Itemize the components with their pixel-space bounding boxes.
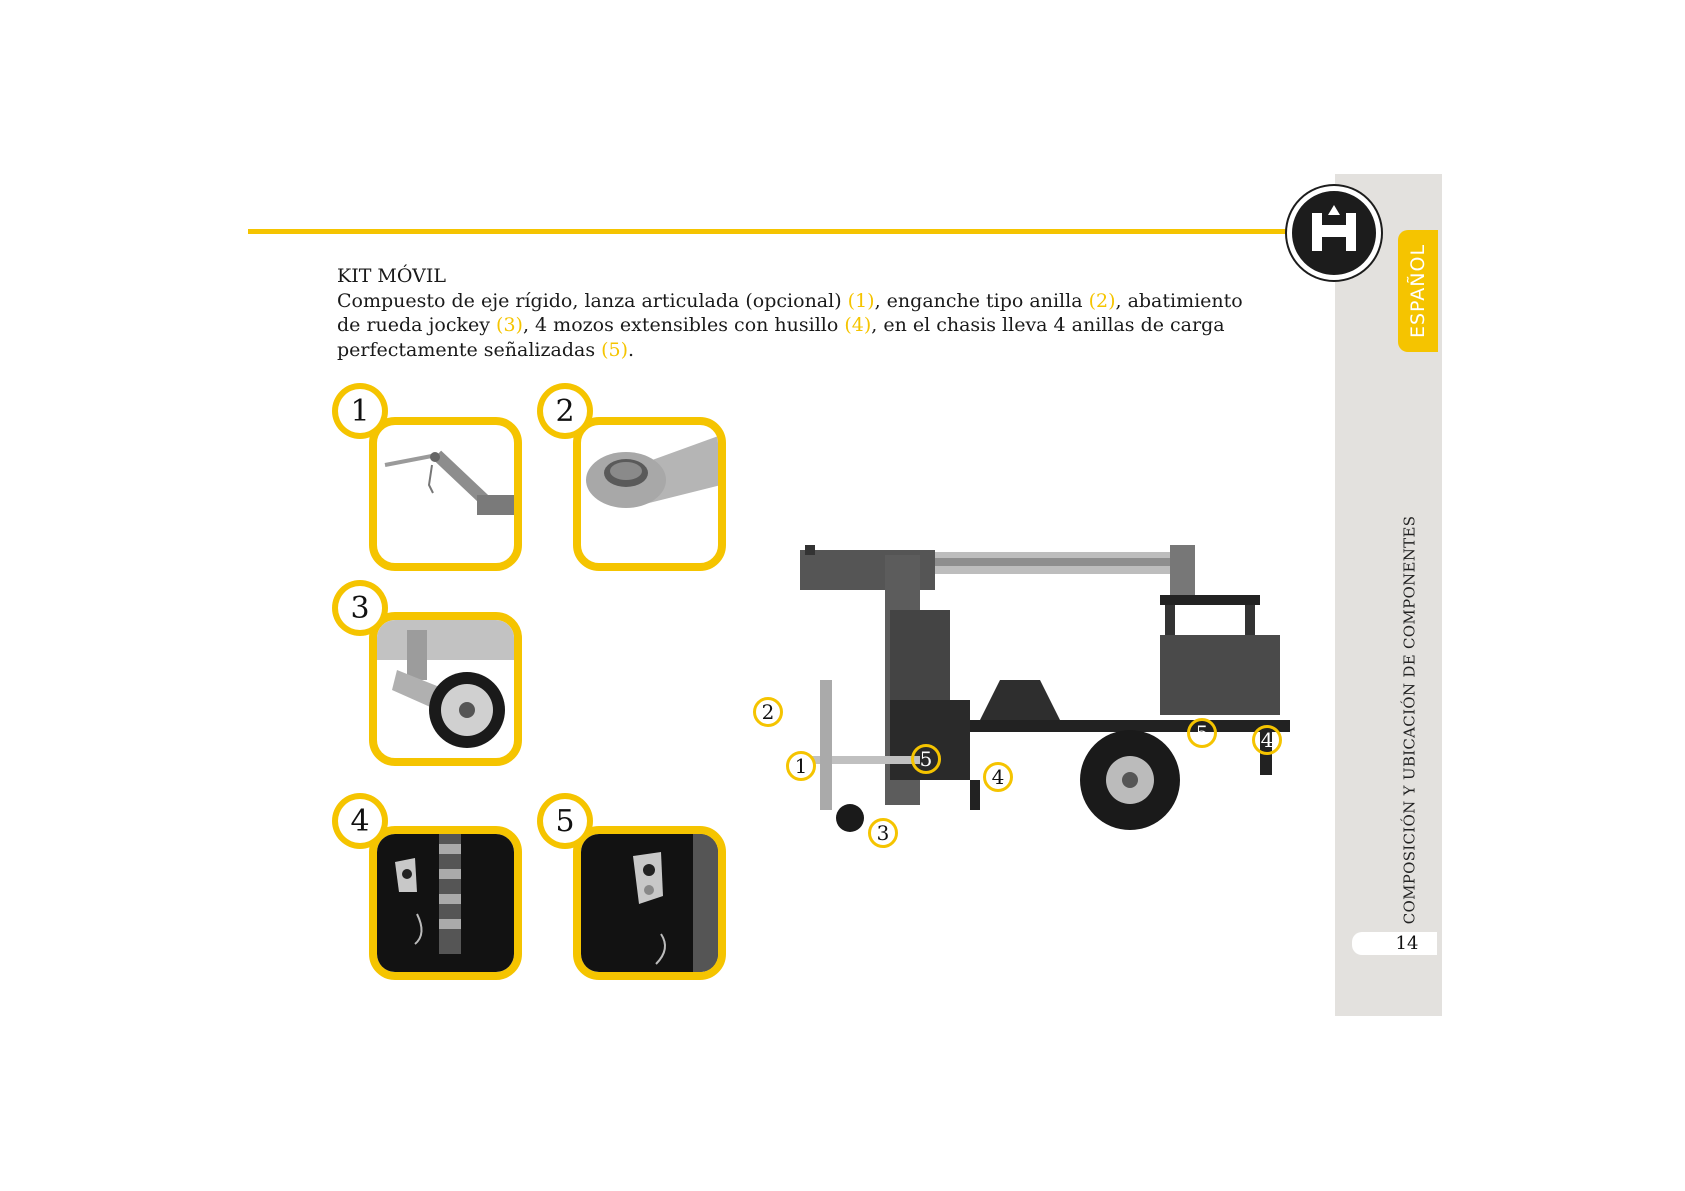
thumbnail-jockey-wheel	[369, 612, 522, 766]
desc-s4: , en el chasis lleva 4 anillas de carga …	[337, 314, 1225, 361]
ref-1: (1)	[847, 289, 875, 312]
page-number: 14	[1395, 933, 1419, 954]
language-label-wrap: ESPAÑOL	[1398, 230, 1438, 352]
towing-eye-photo-icon	[586, 436, 718, 508]
desc-s1: , enganche tipo anilla	[874, 289, 1089, 312]
thumbnail-drawbar	[369, 417, 522, 571]
callout-4a: 4	[983, 762, 1013, 792]
badge-3-label: 3	[338, 586, 382, 630]
language-label: ESPAÑOL	[1407, 243, 1429, 339]
desc-end: .	[628, 338, 635, 361]
jockey-wheel-photo-icon	[377, 620, 514, 748]
stabilizer-leg-photo-icon	[377, 834, 514, 972]
thumbnail-towing-eye	[573, 417, 726, 571]
lifting-ring-photo-icon	[581, 834, 718, 972]
badge-1-label: 1	[338, 389, 382, 433]
callout-2: 2	[753, 697, 783, 727]
badge-1: 1	[332, 383, 388, 439]
desc-s3: , 4 mozos extensibles con husillo	[522, 314, 845, 336]
ref-5: (5)	[601, 338, 629, 361]
callout-5a: 5	[911, 744, 941, 774]
callout-2-label: 2	[761, 700, 775, 724]
callout-4b-label: 4	[1260, 728, 1274, 752]
thumbnail-stabilizer	[369, 826, 522, 980]
callout-5b-label: 5	[1195, 721, 1209, 745]
badge-5: 5	[537, 793, 593, 849]
callout-5b: 5	[1187, 718, 1217, 748]
description-paragraph: Compuesto de eje rígido, lanza articulad…	[337, 289, 1257, 363]
ref-2: (2)	[1088, 289, 1116, 312]
badge-2: 2	[537, 383, 593, 439]
page-number-box	[1352, 932, 1437, 955]
callout-4a-label: 4	[991, 765, 1005, 789]
callout-4b: 4	[1252, 725, 1282, 755]
callout-1: 1	[786, 751, 816, 781]
desc-intro: Compuesto de eje rígido, lanza articulad…	[337, 289, 848, 312]
badge-3: 3	[332, 580, 388, 636]
page-title: KIT MÓVIL	[337, 265, 446, 287]
badge-2-label: 2	[543, 389, 587, 433]
badge-4-label: 4	[338, 799, 382, 843]
thumbnail-lifting-ring	[573, 826, 726, 980]
ref-4: (4)	[844, 314, 872, 336]
section-title-wrap: COMPOSICIÓN Y UBICACIÓN DE COMPONENTES	[1395, 516, 1423, 925]
description-block: KIT MÓVIL Compuesto de eje rígido, lanza…	[337, 264, 1257, 362]
callout-5a-label: 5	[919, 747, 933, 771]
logo-mark-icon	[1312, 205, 1356, 251]
badge-4: 4	[332, 793, 388, 849]
section-title: COMPOSICIÓN Y UBICACIÓN DE COMPONENTES	[1400, 515, 1419, 925]
brand-logo-icon	[1287, 186, 1381, 280]
header-rule	[248, 229, 1290, 234]
articulated-drawbar-photo-icon	[384, 450, 514, 515]
trailer-photo-icon	[800, 545, 1290, 832]
callout-3-label: 3	[876, 821, 890, 845]
desc-s2: , abatimiento de rueda jockey	[337, 289, 1243, 337]
badge-5-label: 5	[543, 799, 587, 843]
ref-3: (3)	[496, 314, 523, 336]
language-tab[interactable]	[1398, 230, 1438, 352]
callout-3: 3	[868, 818, 898, 848]
callout-1-label: 1	[794, 754, 808, 778]
